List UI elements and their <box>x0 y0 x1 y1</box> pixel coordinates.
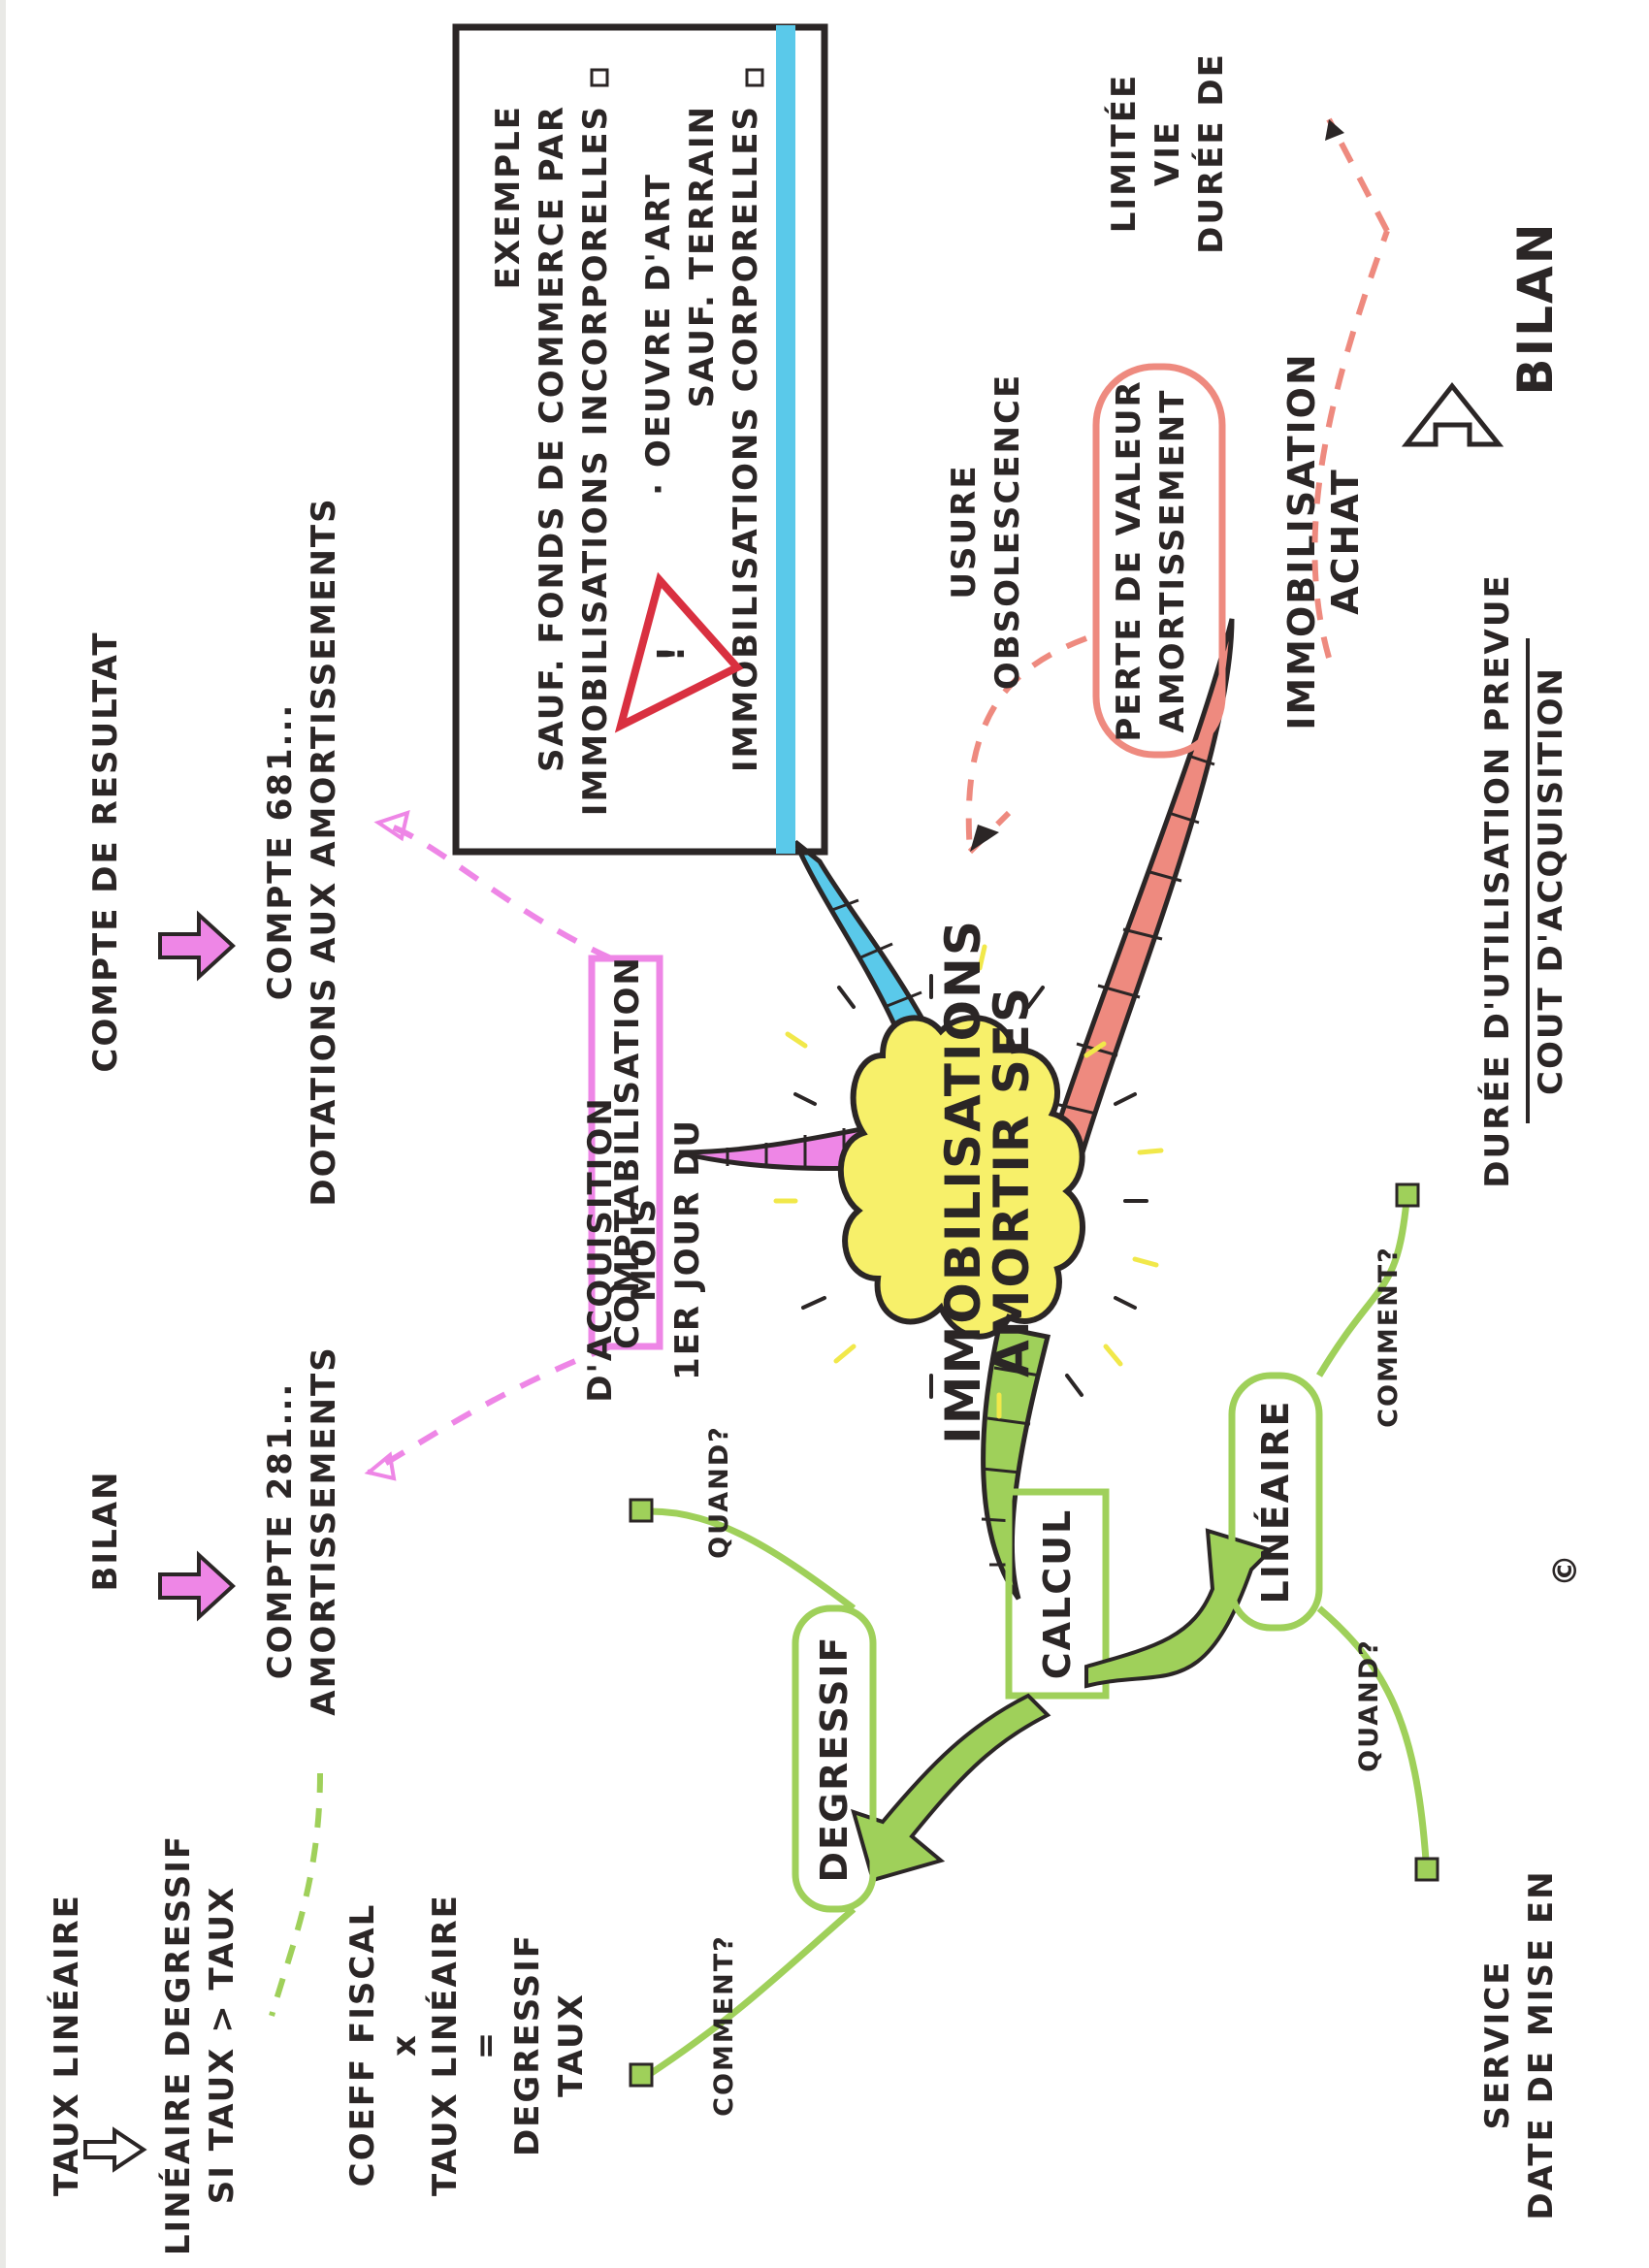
bullet-1-icon <box>745 68 764 87</box>
degressif-comment-curve <box>648 1906 857 2077</box>
top-bilan: BILAN <box>1507 221 1564 395</box>
center-glow-strokes <box>793 974 1148 1399</box>
formula-line1: TAUX <box>552 1993 591 2097</box>
top-obsolescence-line2: USURE <box>945 464 984 599</box>
lineaire-comment-q: COMMENT? <box>1374 1246 1404 1428</box>
comptabilisation-bilan: BILAN <box>86 1471 125 1592</box>
degressif-quand-a3: D'ACQUISITION <box>581 1096 620 1402</box>
scan-edge <box>0 0 6 2268</box>
formula-line6: COEFF FISCAL <box>343 1903 382 2187</box>
formula-line3: = <box>467 2030 505 2060</box>
amortissements-line2: COMPTE 281... <box>261 1382 300 1680</box>
dashed-arrow-icon-2 <box>364 1451 397 1481</box>
degressif-quand-curve <box>649 1507 857 1611</box>
lineaire-quand-curve <box>1316 1605 1430 1862</box>
center-cloud <box>837 1015 1085 1340</box>
lineaire-quand-node-icon <box>1414 1857 1439 1882</box>
degressif-quand-a2: MOIS <box>625 1197 663 1302</box>
box-item1-line2: SAUF. TERRAIN <box>683 105 722 408</box>
top-amortissement-line2: PERTE DE VALEUR <box>1110 379 1148 741</box>
top-duree-line3: LIMITÉE <box>1104 74 1144 233</box>
dotations-arrow-icon <box>158 910 236 982</box>
top-obsolescence-line1: OBSOLESCENCE <box>988 373 1027 690</box>
calcul-to-lineaire-arrow <box>1084 1528 1275 1689</box>
calcul-frame <box>1005 1488 1110 1700</box>
degressif-comment-node-icon <box>629 2062 654 2088</box>
compte-resultat: COMPTE DE RESULTAT <box>86 631 125 1072</box>
box-item1-line3: · OEUVRE D'ART <box>639 173 678 496</box>
formula-line5: x <box>385 2033 424 2057</box>
warning-mark: ! <box>650 643 693 662</box>
box-item2-line1: IMMOBILISATIONS INCORPORELLES <box>576 105 615 816</box>
top-duree-line1: DURÉE DE <box>1191 52 1231 254</box>
box-item2-line2: SAUF. FONDS DE COMMERCE PAR <box>533 105 571 772</box>
rule-line2: LINÉAIRE DEGRESSIF <box>158 1834 198 2255</box>
lineaire-label: LINÉAIRE <box>1254 1400 1297 1604</box>
warning-icon <box>614 571 744 733</box>
bullet-2-icon <box>590 68 609 87</box>
formula-line2: DEGRESSIF <box>508 1933 547 2156</box>
lineaire-quand-a2: SERVICE <box>1478 1960 1517 2129</box>
center-title-line1: AMORTIR SES <box>984 986 1040 1377</box>
branch-amortissement <box>1039 618 1235 1175</box>
degressif-frame <box>792 1604 877 1913</box>
comptabilisation-dashed-curve <box>367 820 613 1475</box>
top-arrow-icon <box>1401 381 1504 447</box>
center-title-line2: IMMOBILISATIONS <box>935 919 991 1444</box>
lineaire-comment-a1: COUT D'ACQUISITION <box>1532 666 1570 1095</box>
rule-line3: TAUX LINÉAIRE <box>47 1894 86 2196</box>
degressif-label: DEGRESSIF <box>813 1635 856 1882</box>
dotations-line1: DOTATIONS AUX AMORTISSEMENTS <box>305 497 343 1206</box>
comptabilisation-label: COMPTABILISATION <box>608 956 647 1349</box>
immobilisations-box-highlight <box>776 25 795 854</box>
top-duree-line2: VIE <box>1148 120 1187 186</box>
degressif-quand-node-icon <box>629 1498 654 1523</box>
dashed-arrow-icon-1 <box>373 809 410 842</box>
dotations-line2: COMPTE 681... <box>261 703 300 1001</box>
amortissements-line1: AMORTISSEMENTS <box>305 1345 343 1715</box>
loop-arrow-icon-2 <box>1325 119 1344 141</box>
formula-line4: TAUX LINÉAIRE <box>425 1894 465 2196</box>
copyright-mark: © <box>1546 1552 1585 1587</box>
loop-arrow-icon-1 <box>970 825 999 852</box>
lineaire-comment-node-icon <box>1395 1183 1420 1208</box>
rule-line1: SI TAUX > TAUX <box>203 1886 242 2204</box>
lineaire-quand-q: QUAND? <box>1354 1638 1384 1772</box>
center-glow-yellow <box>773 944 1164 1419</box>
degressif-rule-dashed <box>269 1772 323 2017</box>
immobilisations-box <box>452 23 828 856</box>
lineaire-frame <box>1228 1372 1323 1632</box>
box-item2-line3: EXEMPLE <box>489 105 528 289</box>
lineaire-comment-curve <box>1315 1200 1410 1377</box>
calcul-to-degressif-arrow <box>851 1693 1051 1883</box>
lineaire-quand-a1: DATE DE MISE EN <box>1522 1869 1561 2219</box>
degressif-comment-q: COMMENT? <box>709 1934 739 2117</box>
calcul-label: CALCUL <box>1036 1508 1079 1679</box>
top-amortissement-line1: AMORTISSEMENT <box>1153 389 1192 733</box>
top-achat-line1: ACHAT <box>1324 468 1367 614</box>
degressif-quand-a1: 1ER JOUR DU <box>668 1118 707 1380</box>
top-amortissement-frame <box>1092 363 1226 759</box>
amortissements-arrow-icon <box>158 1550 236 1622</box>
rule-arrow-icon <box>83 2126 147 2173</box>
degressif-quand-q: QUAND? <box>704 1425 734 1559</box>
comptabilisation-frame <box>588 955 663 1350</box>
lineaire-comment-a2: DURÉE D'UTILISATION PREVUE <box>1477 573 1517 1187</box>
